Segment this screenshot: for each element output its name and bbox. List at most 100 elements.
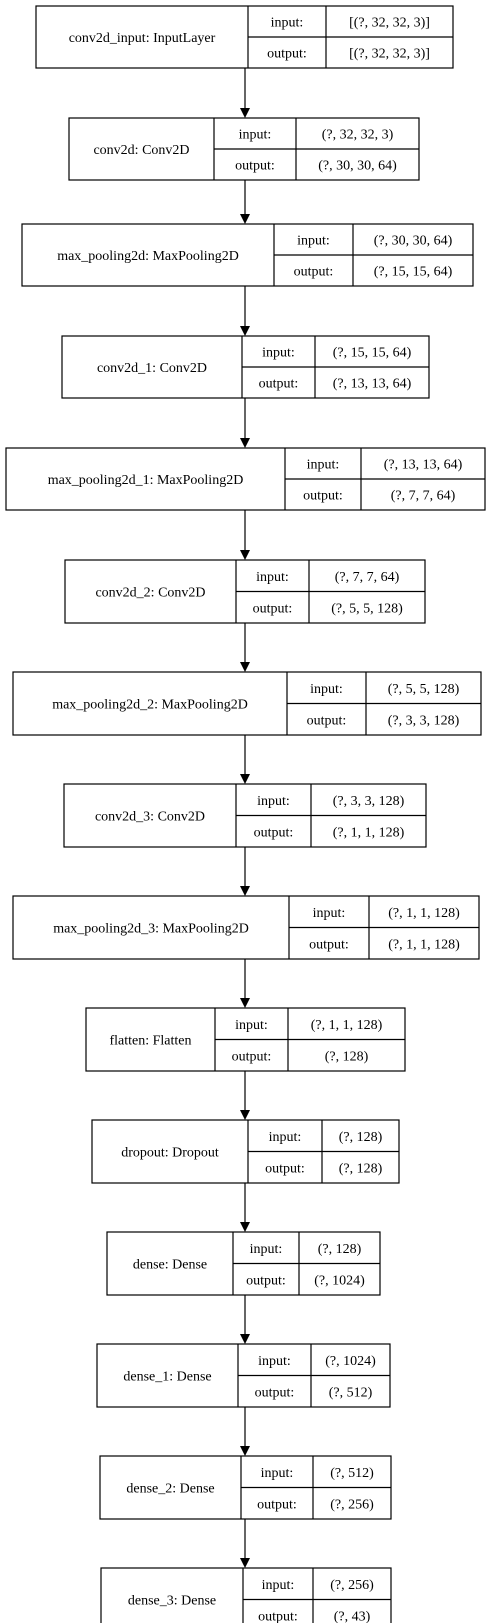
arrow-head-icon: [240, 1222, 250, 1232]
input-label: input:: [269, 1130, 302, 1145]
layer-node: dense_3: Dense input: output: (?, 256) (?, 4…: [100, 1567, 392, 1623]
input-shape: (?, 1, 1, 128): [311, 1018, 383, 1033]
input-label: input:: [239, 128, 272, 143]
output-label: output:: [267, 47, 307, 62]
input-label: input:: [313, 906, 346, 921]
layer-node: conv2d_3: Conv2D input: output: (?, 3, 3, 1…: [63, 783, 427, 848]
input-label: input:: [257, 794, 290, 809]
input-shape: (?, 7, 7, 64): [335, 570, 400, 585]
arrow-head-icon: [240, 662, 250, 672]
output-shape: (?, 15, 15, 64): [374, 265, 453, 280]
input-label: input:: [262, 1578, 295, 1593]
output-shape: (?, 5, 5, 128): [331, 601, 403, 616]
input-label: input:: [258, 1354, 291, 1369]
layer-node: max_pooling2d_3: MaxPooling2Dinput:outpu…: [12, 895, 480, 960]
output-label: output:: [254, 825, 294, 840]
layer-node: max_pooling2d_1: MaxPooling2D input: outpu…: [5, 447, 486, 511]
arrow-head-icon: [240, 886, 250, 896]
output-shape: (?, 30, 30, 64): [318, 159, 397, 174]
output-shape: (?, 1, 1, 128): [388, 937, 460, 952]
output-shape: (?, 7, 7, 64): [391, 489, 456, 504]
node-border: [100, 1567, 392, 1623]
arrow-head-icon: [240, 326, 250, 336]
output-label: output:: [265, 1161, 305, 1176]
arrow-head-icon: [240, 214, 250, 224]
input-label: input:: [310, 682, 343, 697]
input-label: input:: [256, 570, 289, 585]
layer-name: max_pooling2d_1: MaxPooling2D: [48, 473, 244, 488]
layer-node: dense: Dense input: output: (?, 128) (?, 102…: [106, 1231, 381, 1296]
input-shape: (?, 32, 32, 3): [322, 128, 394, 143]
arrow-head-icon: [240, 998, 250, 1008]
output-label: output:: [232, 1049, 272, 1064]
arrow-head-icon: [240, 774, 250, 784]
output-label: output:: [257, 1497, 297, 1512]
input-label: input:: [271, 16, 304, 31]
layer-name: max_pooling2d_2: MaxPooling2D: [52, 698, 248, 713]
arrow-head-icon: [240, 108, 250, 118]
input-label: input:: [235, 1018, 268, 1033]
layer-node: conv2d_2: Conv2D input: output: (?, 7, 7, 6…: [64, 559, 426, 624]
input-shape: (?, 1, 1, 128): [388, 906, 460, 921]
layer-name: conv2d_3: Conv2D: [95, 810, 205, 825]
output-shape: (?, 1, 1, 128): [333, 825, 405, 840]
layer-name: dense_3: Dense: [128, 1594, 216, 1609]
output-label: output:: [258, 1609, 298, 1623]
arrow-head-icon: [240, 1334, 250, 1344]
input-label: input:: [261, 1466, 294, 1481]
arrow-head-icon: [240, 1558, 250, 1568]
layer-name: flatten: Flatten: [109, 1034, 191, 1049]
arrow-head-icon: [240, 1446, 250, 1456]
layer-name: conv2d_1: Conv2D: [97, 361, 207, 376]
layer-name: conv2d_2: Conv2D: [95, 586, 205, 601]
output-label: output:: [235, 159, 275, 174]
output-label: output:: [303, 489, 343, 504]
layer-node: max_pooling2d: MaxPooling2Dinput:output:…: [21, 223, 474, 287]
input-shape: (?, 30, 30, 64): [374, 234, 453, 249]
input-shape: (?, 15, 15, 64): [333, 346, 412, 361]
arrow-head-icon: [240, 550, 250, 560]
output-label: output:: [255, 1385, 295, 1400]
output-shape: (?, 3, 3, 128): [388, 713, 460, 728]
input-shape: (?, 256): [330, 1578, 374, 1593]
output-shape: (?, 128): [339, 1161, 383, 1176]
output-shape: (?, 512): [329, 1385, 373, 1400]
layer-node: max_pooling2d_2: MaxPooling2D input: outpu…: [12, 671, 482, 736]
input-label: input:: [297, 234, 330, 249]
input-shape: (?, 5, 5, 128): [388, 682, 460, 697]
layer-name: conv2d: Conv2D: [93, 143, 189, 158]
input-shape: (?, 13, 13, 64): [384, 458, 463, 473]
input-shape: (?, 1024): [325, 1354, 376, 1369]
input-shape: (?, 3, 3, 128): [333, 794, 405, 809]
output-shape: [(?, 32, 32, 3)]: [349, 47, 430, 62]
output-shape: (?, 1024): [314, 1273, 365, 1288]
layer-name: conv2d_input: InputLayer: [69, 31, 216, 46]
layer-name: dense_2: Dense: [126, 1482, 214, 1497]
layer-node: conv2d: Conv2D input: output: (?, 32, 32, 3…: [68, 117, 420, 181]
input-label: input:: [307, 458, 340, 473]
output-label: output:: [253, 601, 293, 616]
arrow-head-icon: [240, 1110, 250, 1120]
arrow-head-icon: [240, 438, 250, 448]
output-shape: (?, 128): [325, 1049, 369, 1064]
layer-node: conv2d_1: Conv2D input: output: (?, 15, 15,…: [61, 335, 430, 399]
output-shape: (?, 43): [334, 1609, 371, 1623]
input-shape: (?, 128): [318, 1242, 362, 1257]
output-label: output:: [246, 1273, 286, 1288]
layer-name: dense: Dense: [133, 1258, 207, 1273]
output-label: output:: [259, 377, 299, 392]
input-shape: [(?, 32, 32, 3)]: [349, 16, 430, 31]
input-label: input:: [262, 346, 295, 361]
input-shape: (?, 512): [330, 1466, 374, 1481]
output-label: output:: [294, 265, 334, 280]
output-label: output:: [307, 713, 347, 728]
output-shape: (?, 13, 13, 64): [333, 377, 412, 392]
layer-node: conv2d_input: InputLayer input: output: [(?…: [35, 5, 454, 69]
input-label: input:: [250, 1242, 283, 1257]
layer-node: flatten: Flatten input: output: (?, 1, 1, 1…: [85, 1007, 406, 1072]
output-shape: (?, 256): [330, 1497, 374, 1512]
layer-node: dense_2: Dense input: output: (?, 512) (?, 2…: [99, 1455, 392, 1520]
